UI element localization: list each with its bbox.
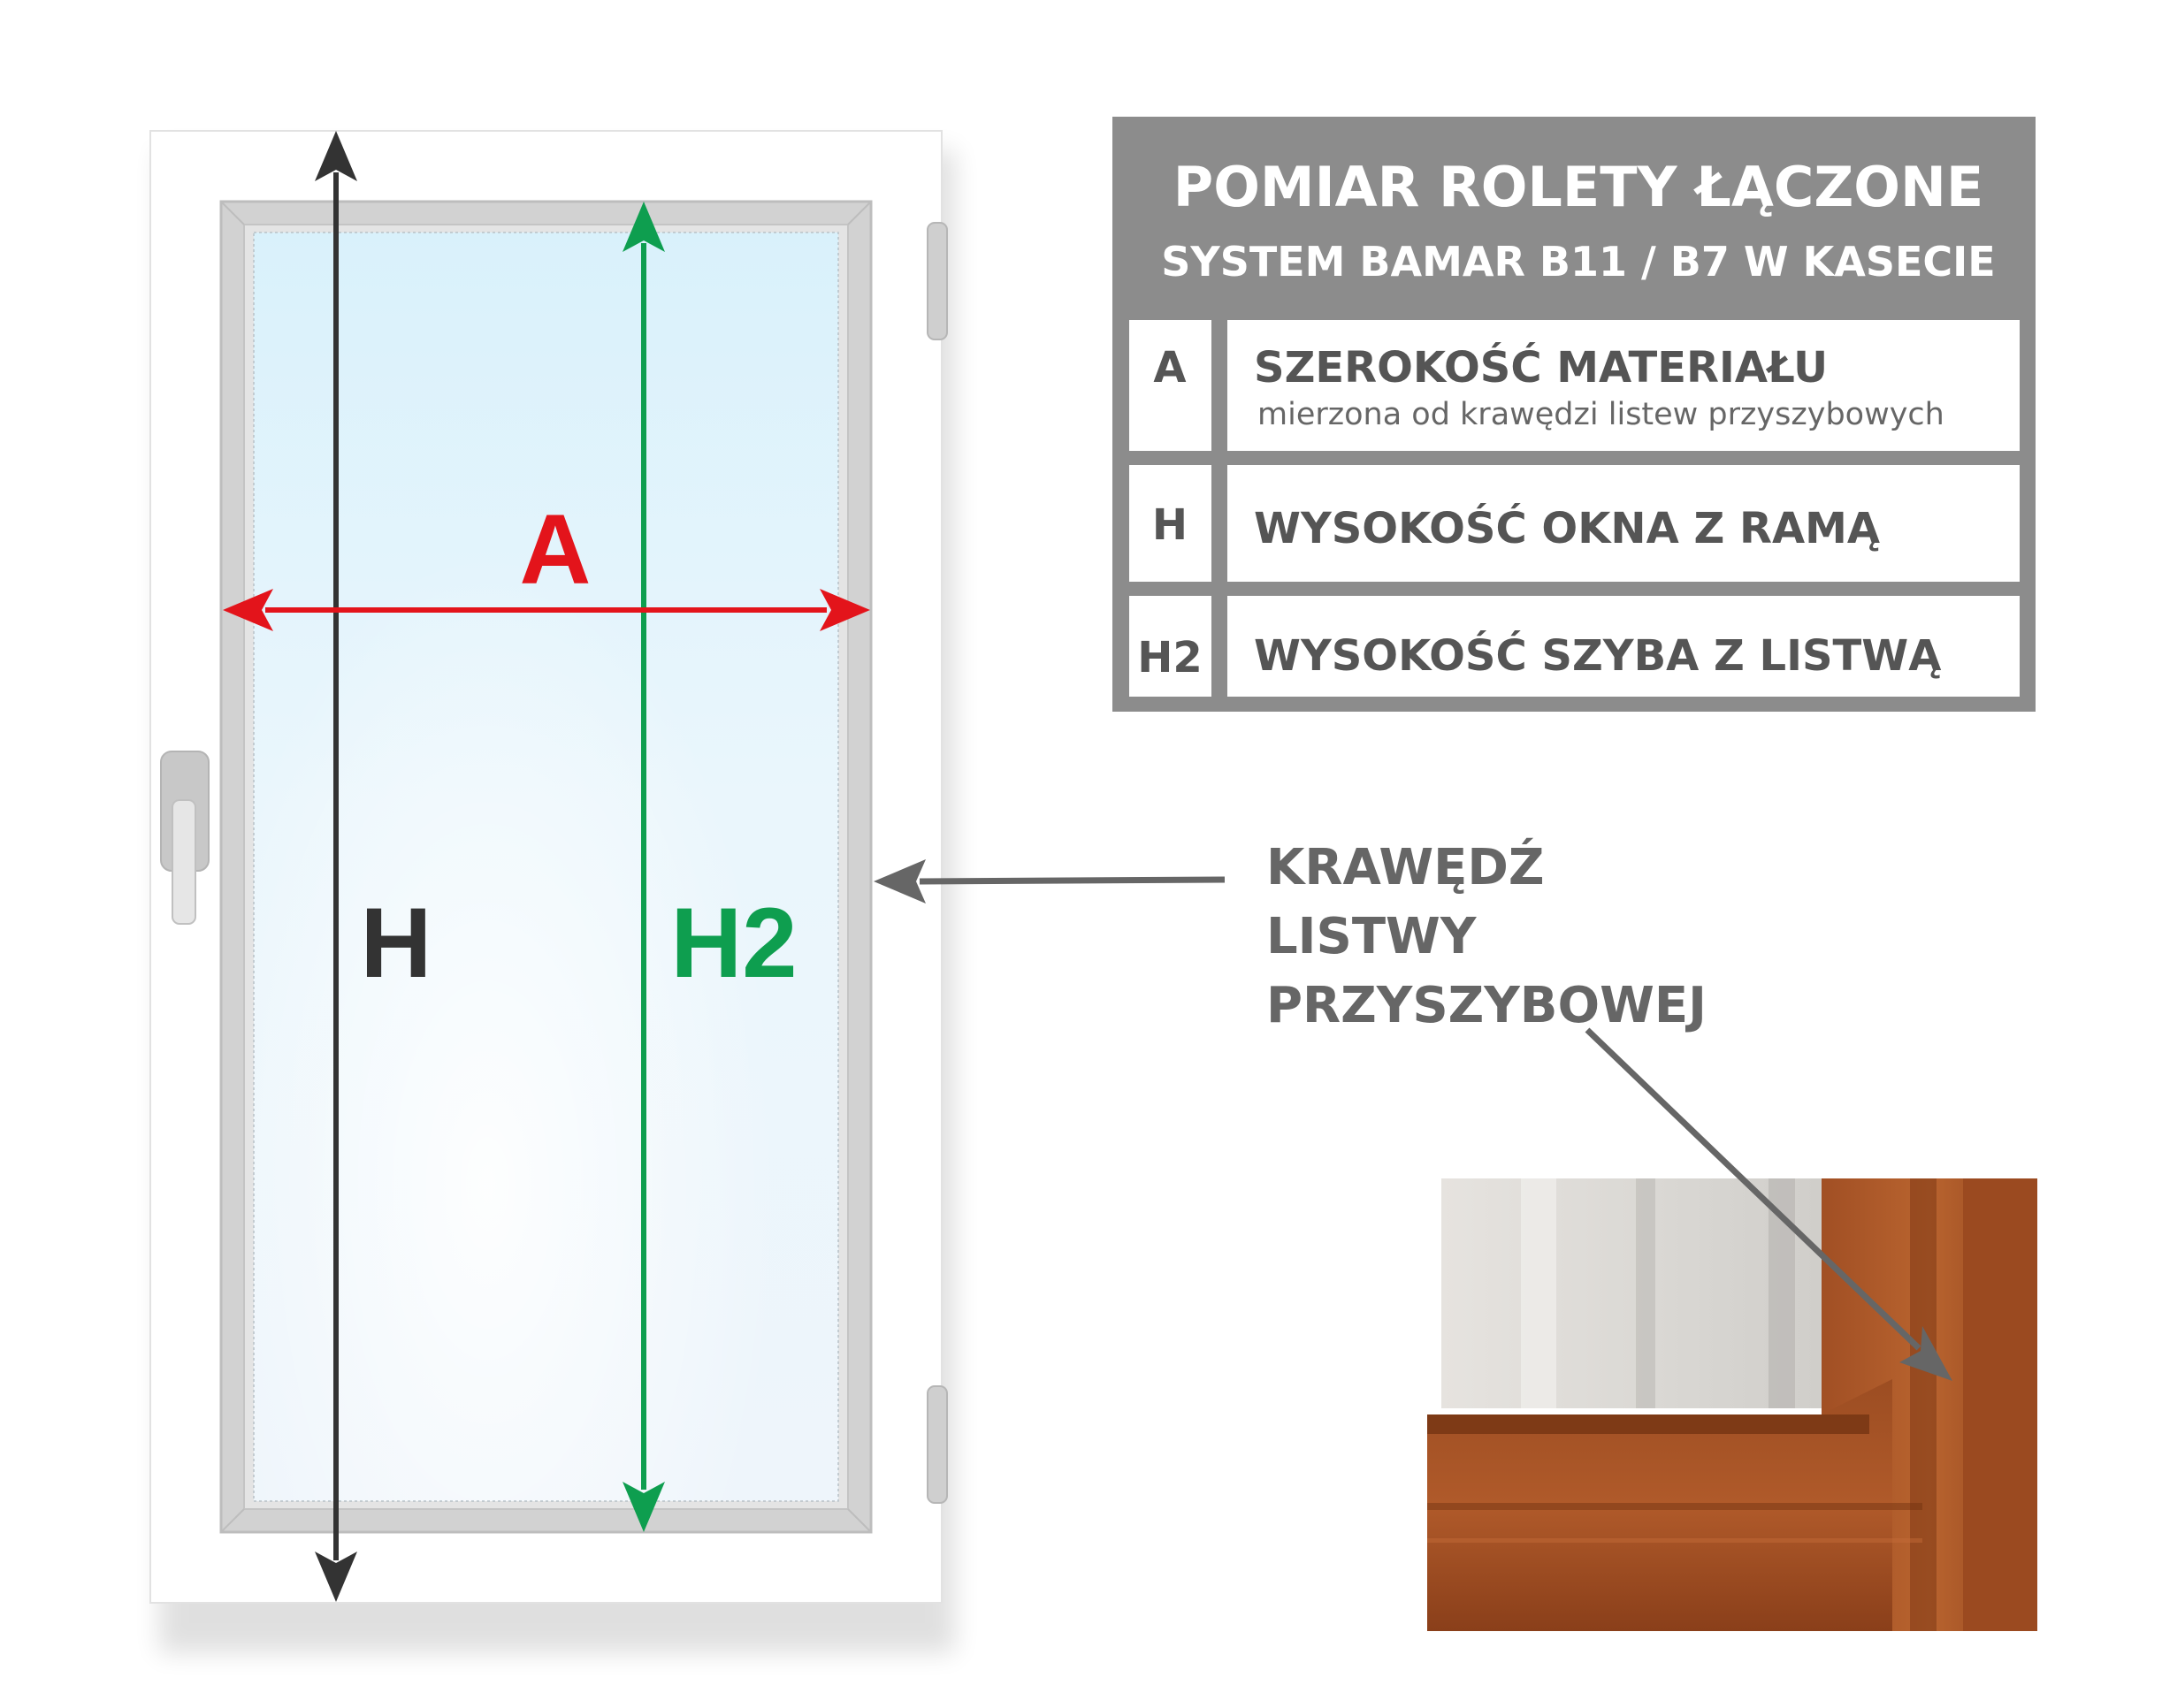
- table-row-h2-key-cell: [1129, 596, 1211, 697]
- table-header: [1116, 120, 2032, 316]
- glazing-bead-photo: [1427, 1178, 2037, 1631]
- table-row-h2-label: WYSOKOŚĆ SZYBA Z LISTWĄ: [1254, 630, 1941, 681]
- table-row-a-label: SZEROKOŚĆ MATERIAŁU: [1254, 342, 1828, 393]
- callout-line-1: KRAWĘDŹ: [1266, 838, 1544, 896]
- table-row-a-key-cell: [1129, 320, 1211, 451]
- table-row-h-key: H: [1152, 500, 1188, 550]
- table-row-h2-key: H2: [1137, 633, 1203, 682]
- label-h: H: [361, 888, 432, 998]
- table-title: POMIAR ROLETY ŁĄCZONE: [1173, 155, 1984, 219]
- measurement-table: POMIAR ROLETY ŁĄCZONE SYSTEM BAMAR B11 /…: [1112, 117, 2036, 712]
- callout-line-3: PRZYSZYBOWEJ: [1266, 977, 1707, 1034]
- callout-line-2: LISTWY: [1266, 908, 1478, 965]
- table-subtitle: SYSTEM BAMAR B11 / B7 W KASECIE: [1161, 238, 1995, 286]
- callout-arrow-window: [874, 859, 1226, 904]
- h2-arrow: [623, 202, 665, 1532]
- table-row-a-sub: mierzona od krawędzi listew przyszybowyc…: [1257, 397, 1944, 432]
- window-handle: [160, 751, 210, 925]
- hinge-bottom: [927, 1385, 948, 1504]
- label-a: A: [520, 494, 592, 605]
- label-h2: H2: [670, 888, 797, 998]
- table-row-h-label: WYSOKOŚĆ OKNA Z RAMĄ: [1254, 503, 1880, 553]
- a-arrow: [223, 589, 870, 631]
- table-row-h2-cell: [1227, 596, 2020, 697]
- table-row-h-key-cell: [1129, 465, 1211, 582]
- callout-arrow-photo: [1585, 1027, 1952, 1381]
- hinge-top: [927, 222, 948, 340]
- callout: KRAWĘDŹ LISTWY PRZYSZYBOWEJ: [1266, 838, 1707, 1034]
- window: [149, 130, 948, 1604]
- h-arrow: [315, 131, 357, 1602]
- table-row-a-cell: [1227, 320, 2020, 451]
- table-row-h-cell: [1227, 465, 2020, 582]
- table-row-a-key: A: [1153, 343, 1186, 393]
